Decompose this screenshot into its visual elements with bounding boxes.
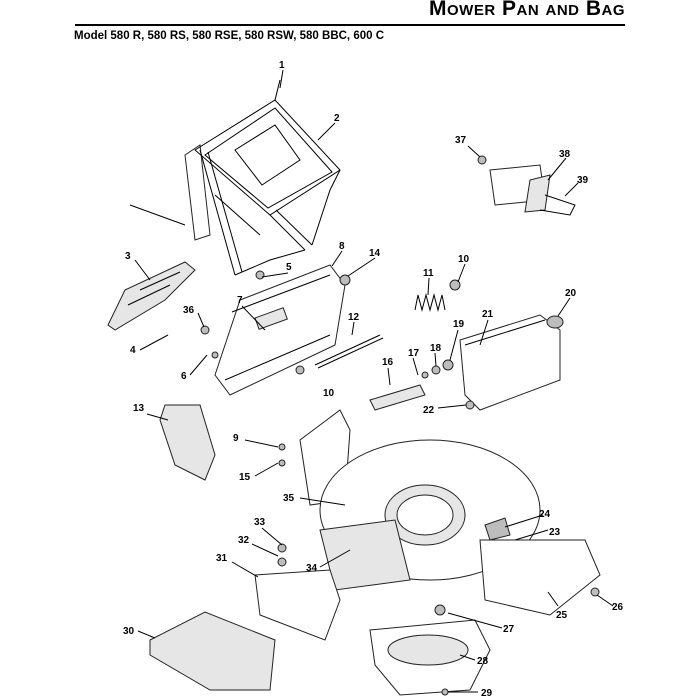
callout-3: 3 bbox=[125, 251, 131, 262]
callout-32: 32 bbox=[238, 535, 250, 546]
part-21-cover bbox=[459, 314, 561, 411]
callout-9: 9 bbox=[233, 433, 239, 444]
callout-18: 18 bbox=[430, 343, 442, 354]
callout-27: 27 bbox=[503, 624, 515, 635]
part-20-knob bbox=[546, 315, 564, 329]
battery-group bbox=[477, 155, 576, 216]
part-3-bracket bbox=[107, 261, 196, 331]
callout-15: 15 bbox=[239, 472, 251, 483]
mower-deck bbox=[299, 409, 601, 616]
callout-5: 5 bbox=[286, 262, 292, 273]
model-line: Model 580 R, 580 RS, 580 RSE, 580 RSW, 5… bbox=[74, 30, 385, 42]
callout-12: 12 bbox=[348, 312, 360, 323]
callout-1: 1 bbox=[279, 60, 285, 71]
fasteners bbox=[200, 270, 600, 696]
callout-leaders bbox=[134, 69, 614, 693]
callout-29: 29 bbox=[481, 688, 493, 699]
callout-13: 13 bbox=[133, 403, 145, 414]
callout-21: 21 bbox=[482, 309, 494, 320]
callout-2: 2 bbox=[334, 113, 340, 124]
callout-4: 4 bbox=[130, 345, 136, 356]
part-16-hinge bbox=[369, 384, 426, 411]
callout-26: 26 bbox=[612, 602, 624, 613]
callout-33: 33 bbox=[254, 517, 266, 528]
callout-10b: 10 bbox=[323, 388, 335, 399]
callout-8: 8 bbox=[339, 241, 345, 252]
callout-11: 11 bbox=[423, 268, 434, 279]
title-rule bbox=[75, 24, 625, 26]
part-8-side-plate bbox=[214, 264, 346, 396]
bag-frame bbox=[129, 79, 341, 276]
part-31-guard bbox=[254, 569, 341, 641]
callout-37: 37 bbox=[455, 135, 467, 146]
callout-25: 25 bbox=[556, 610, 568, 621]
callout-22: 22 bbox=[423, 405, 435, 416]
part-11-spring bbox=[414, 293, 446, 312]
part-30-flap bbox=[149, 611, 276, 691]
callout-31: 31 bbox=[216, 553, 228, 564]
callout-28: 28 bbox=[477, 656, 489, 667]
callout-19: 19 bbox=[453, 319, 465, 330]
callout-16: 16 bbox=[382, 357, 394, 368]
part-28-tray bbox=[369, 619, 491, 696]
part-12-rod bbox=[314, 334, 381, 366]
callout-30: 30 bbox=[123, 626, 135, 637]
callout-35: 35 bbox=[283, 493, 295, 504]
callout-34: 34 bbox=[306, 563, 318, 574]
callout-7: 7 bbox=[237, 295, 243, 306]
part-13-deflector bbox=[159, 404, 216, 481]
callout-17: 17 bbox=[408, 348, 420, 359]
callout-24: 24 bbox=[539, 509, 551, 520]
callout-20: 20 bbox=[565, 288, 577, 299]
callout-39: 39 bbox=[577, 175, 589, 186]
part-24 bbox=[484, 517, 511, 541]
page-title: Mower Pan and Bag bbox=[429, 0, 625, 20]
callout-14: 14 bbox=[369, 248, 381, 259]
callout-6: 6 bbox=[181, 371, 187, 382]
callout-36: 36 bbox=[183, 305, 195, 316]
callout-38: 38 bbox=[559, 149, 571, 160]
callout-10a: 10 bbox=[458, 254, 470, 265]
callout-23: 23 bbox=[549, 527, 561, 538]
